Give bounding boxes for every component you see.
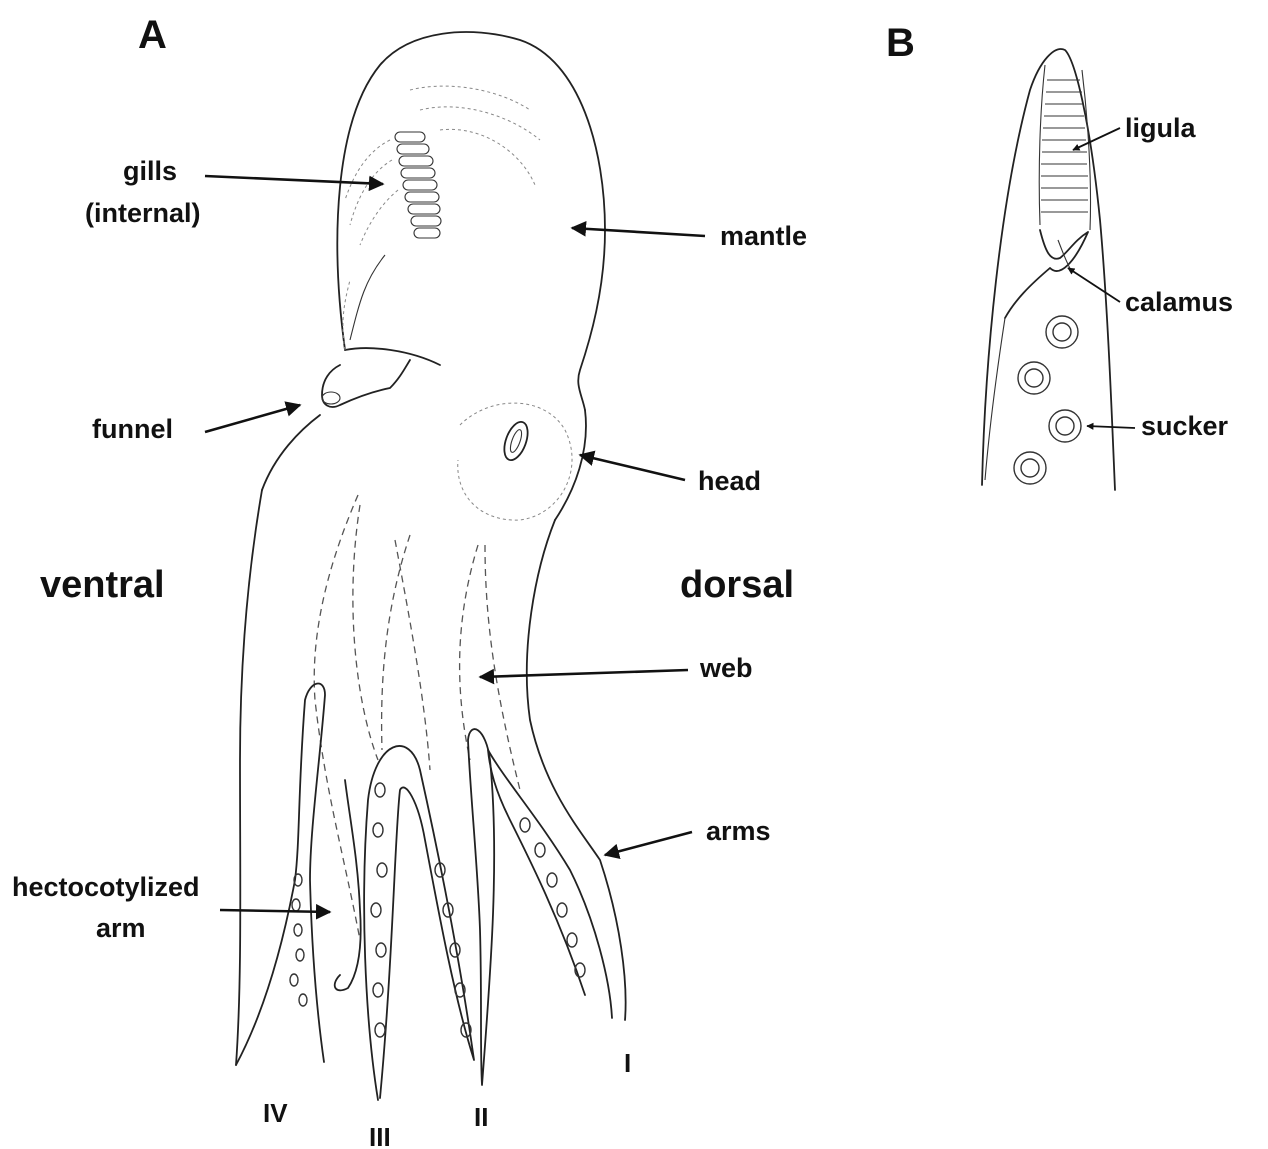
label-calamus: calamus — [1125, 287, 1233, 317]
arrow-hectocotylized — [220, 910, 330, 912]
arm-number-iv: IV — [263, 1098, 288, 1128]
arrow-mantle — [572, 228, 705, 236]
arm-i — [488, 750, 612, 1018]
label-ligula: ligula — [1125, 113, 1196, 143]
label-funnel: funnel — [92, 414, 173, 444]
arm-number-i: I — [624, 1048, 631, 1078]
arm-number-ii: II — [474, 1102, 488, 1132]
label-gills-internal: (internal) — [85, 198, 201, 228]
web-lines — [314, 495, 520, 940]
arrow-head — [580, 455, 685, 480]
arrow-calamus — [1068, 268, 1120, 302]
octopus-drawing — [236, 32, 626, 1100]
arrow-funnel — [205, 405, 300, 432]
panel-label-b: B — [886, 21, 915, 65]
arrow-sucker — [1087, 426, 1135, 428]
arrow-ligula — [1073, 128, 1120, 150]
arm-iv — [236, 684, 325, 1065]
arm-tip-drawing — [982, 49, 1115, 490]
eye-drawing — [500, 419, 532, 463]
gills-drawing — [345, 86, 540, 245]
label-hectocotylized: hectocotylized — [12, 872, 200, 902]
panel-label-a: A — [138, 13, 167, 57]
arm-tip-suckers — [1014, 316, 1081, 484]
label-dorsal: dorsal — [680, 564, 794, 606]
label-hectocotylized-arm: arm — [96, 913, 146, 943]
arrow-web — [480, 670, 688, 677]
label-gills: gills — [123, 156, 177, 186]
arm-number-iii: III — [369, 1122, 391, 1149]
arrow-gills — [205, 176, 383, 184]
label-sucker: sucker — [1141, 411, 1229, 441]
arm-iii — [364, 746, 474, 1100]
arrow-arms — [605, 832, 692, 855]
hectocotylized-arm-drawing — [335, 780, 361, 990]
label-web: web — [699, 653, 753, 683]
label-mantle: mantle — [720, 221, 807, 251]
label-ventral: ventral — [40, 564, 165, 606]
funnel-drawing — [322, 360, 410, 407]
arm-ii — [468, 729, 494, 1085]
label-head: head — [698, 466, 761, 496]
label-arms: arms — [706, 816, 771, 846]
